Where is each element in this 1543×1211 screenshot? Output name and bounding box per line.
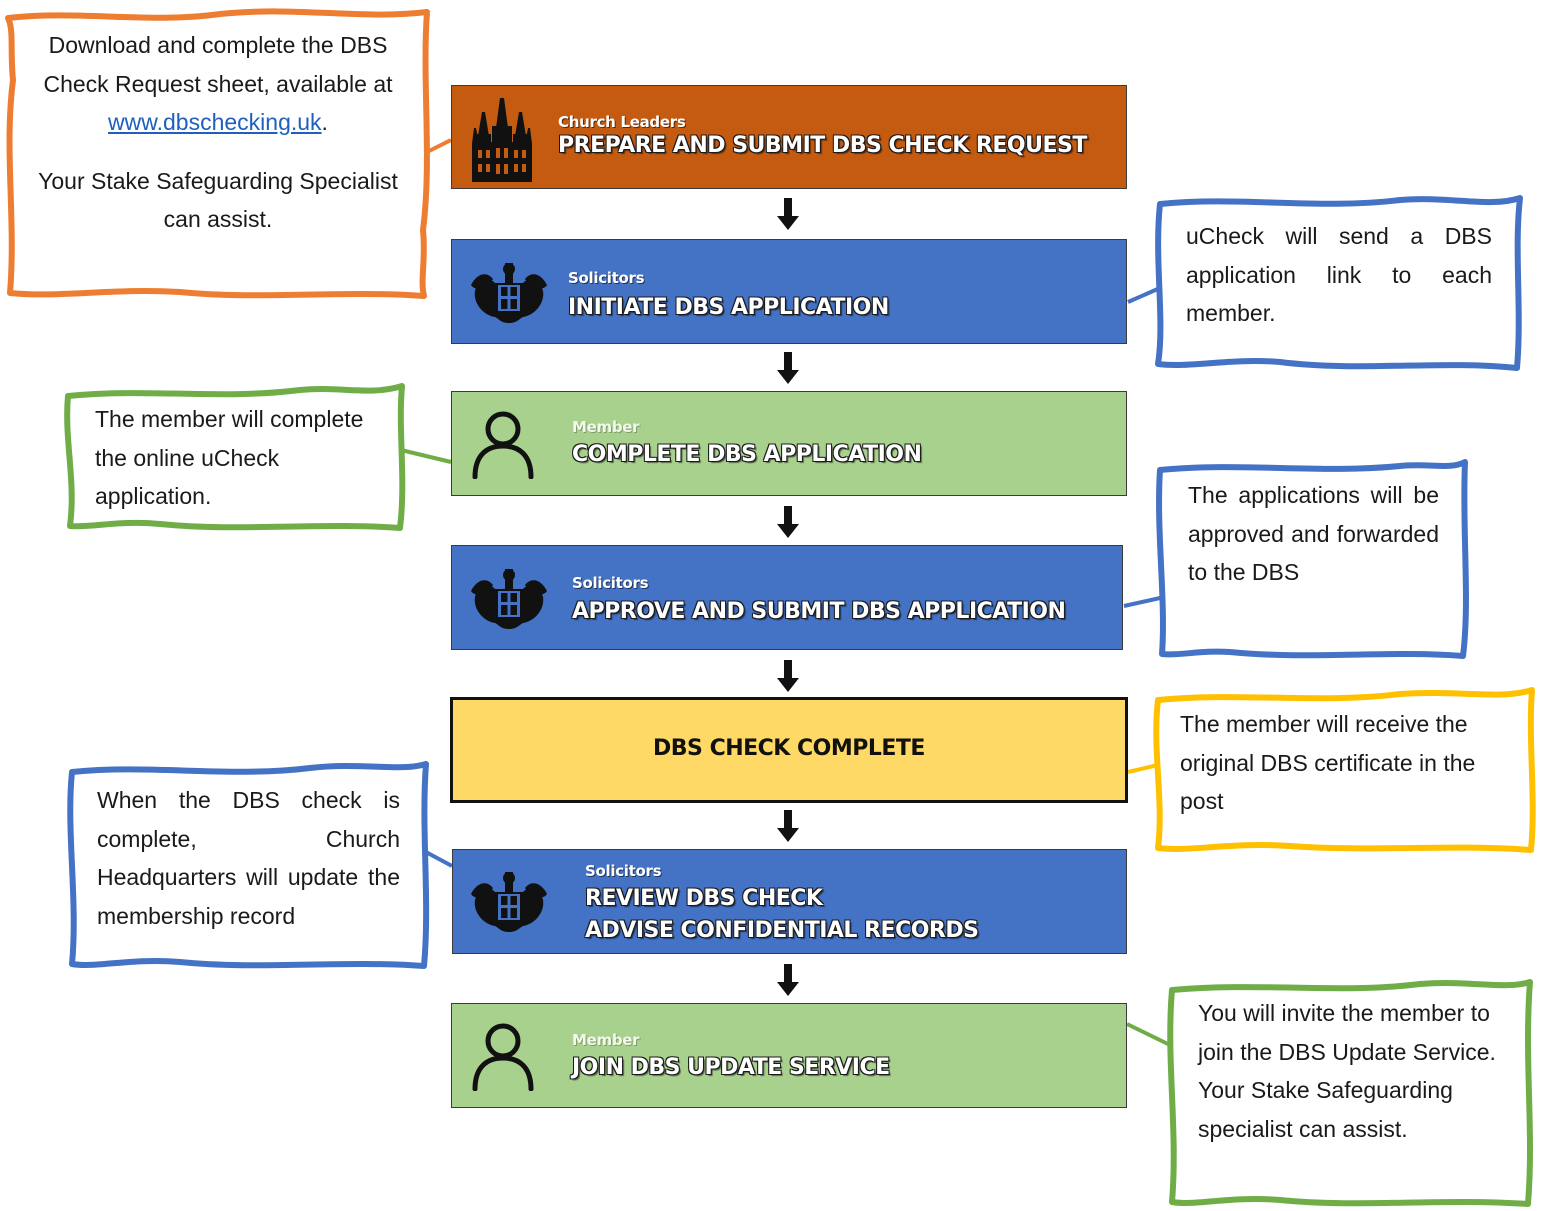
step-role: Member [572,1031,640,1049]
person-icon [471,409,535,483]
step-join-update-service: Member JOIN DBS UPDATE SERVICE [451,1003,1127,1108]
note-text: Your Stake Safeguarding Specialist can a… [38,167,398,233]
step-approve-submit: Solicitors APPROVE AND SUBMIT DBS APPLIC… [451,545,1123,650]
flow-arrow-3 [777,506,799,538]
step-title: JOIN DBS UPDATE SERVICE [572,1055,890,1080]
step-role: Member [572,418,640,436]
step-title: INITIATE DBS APPLICATION [568,295,889,320]
step-title: APPROVE AND SUBMIT DBS APPLICATION [572,599,1066,624]
step-title: DBS CHECK COMPLETE [653,736,925,761]
flow-arrow-4 [777,660,799,692]
coat-of-arms-icon [469,263,549,329]
step-role: Solicitors [572,574,649,592]
step-complete-application: Member COMPLETE DBS APPLICATION [451,391,1127,496]
note-update-service: You will invite the member to join the D… [1198,994,1508,1148]
flow-arrow-5 [777,810,799,842]
step-role: Solicitors [568,269,645,287]
flow-arrow-2 [777,352,799,384]
step-initiate: Solicitors INITIATE DBS APPLICATION [451,239,1127,344]
dbschecking-link[interactable]: www.dbschecking.uk [108,109,322,135]
note-text: The applications will be approved and fo… [1188,482,1439,585]
step-role: Solicitors [585,862,662,880]
step-title: COMPLETE DBS APPLICATION [572,442,922,467]
connector-headquarters [423,849,453,868]
connector-approved [1123,596,1161,608]
flow-arrow-6 [777,964,799,996]
flow-arrow-1 [777,198,799,230]
note-text: The member will receive the original DBS… [1180,711,1476,814]
step-review-advise: Solicitors REVIEW DBS CHECK ADVISE CONFI… [452,849,1127,954]
coat-of-arms-icon [469,569,549,635]
note-text: The member will complete the online uChe… [95,406,364,509]
coat-of-arms-icon [469,872,549,938]
person-icon [471,1021,535,1095]
step-title: PREPARE AND SUBMIT DBS CHECK REQUEST [558,133,1087,158]
note-download-request: Download and complete the DBS Check Requ… [36,26,400,239]
connector-member-complete [400,448,452,464]
step-title: REVIEW DBS CHECK [585,886,823,911]
note-certificate: The member will receive the original DBS… [1180,705,1515,821]
connector-ucheck [1127,286,1161,304]
note-member-complete: The member will complete the online uChe… [95,400,385,516]
connector-certificate [1127,763,1159,774]
connector-download [426,138,452,154]
note-ucheck: uCheck will send a DBS application link … [1186,217,1492,333]
step-prepare-submit: Church Leaders PREPARE AND SUBMIT DBS CH… [451,85,1127,189]
step-dbs-check-complete: DBS CHECK COMPLETE [450,697,1128,803]
step-role: Church Leaders [558,113,686,131]
note-text: You will invite the member to join the D… [1198,1000,1509,1142]
note-text: uCheck will send a DBS application link … [1186,223,1492,326]
temple-icon [472,98,532,186]
note-headquarters: When the DBS check is complete, Church H… [97,781,400,935]
step-title-line2: ADVISE CONFIDENTIAL RECORDS [585,918,979,943]
note-text: When the DBS check is complete, Church H… [97,787,400,929]
note-text-punct: . [321,109,328,135]
note-approved: The applications will be approved and fo… [1188,476,1439,592]
note-text: Download and complete the DBS Check Requ… [43,32,393,97]
connector-update-service [1126,1022,1173,1048]
